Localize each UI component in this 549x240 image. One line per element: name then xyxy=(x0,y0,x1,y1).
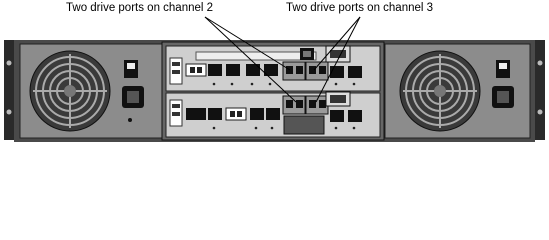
fan-grille-icon xyxy=(29,50,111,132)
sfp-port-icon xyxy=(246,64,260,76)
controller-module-lower xyxy=(165,91,381,138)
sfp-port-icon xyxy=(250,108,264,120)
sfp-port-icon xyxy=(266,108,280,120)
array-rear-panel-diagram xyxy=(4,16,545,142)
sfp-port-icon xyxy=(186,108,206,120)
power-supply-left xyxy=(19,43,163,139)
left-mounting-flange xyxy=(4,40,14,140)
sfp-port-icon xyxy=(330,66,344,78)
callout-channel-2: Two drive ports on channel 2 xyxy=(66,2,214,14)
callout-leader-lines xyxy=(204,16,361,103)
controller-module-upper xyxy=(165,45,381,92)
sfp-port-icon xyxy=(348,66,362,78)
sfp-port-icon xyxy=(264,64,278,76)
fan-grille-icon xyxy=(399,50,481,132)
sfp-port-icon xyxy=(330,110,344,122)
callout-channel-3: Two drive ports on channel 3 xyxy=(286,2,434,14)
sfp-port-icon xyxy=(225,107,247,121)
power-supply-right xyxy=(384,43,531,139)
sfp-port-icon xyxy=(208,108,222,120)
sfp-port-icon xyxy=(226,64,240,76)
sfp-port-icon xyxy=(348,110,362,122)
sfp-port-icon xyxy=(208,64,222,76)
right-mounting-flange xyxy=(535,40,545,140)
sfp-port-icon xyxy=(185,63,207,77)
